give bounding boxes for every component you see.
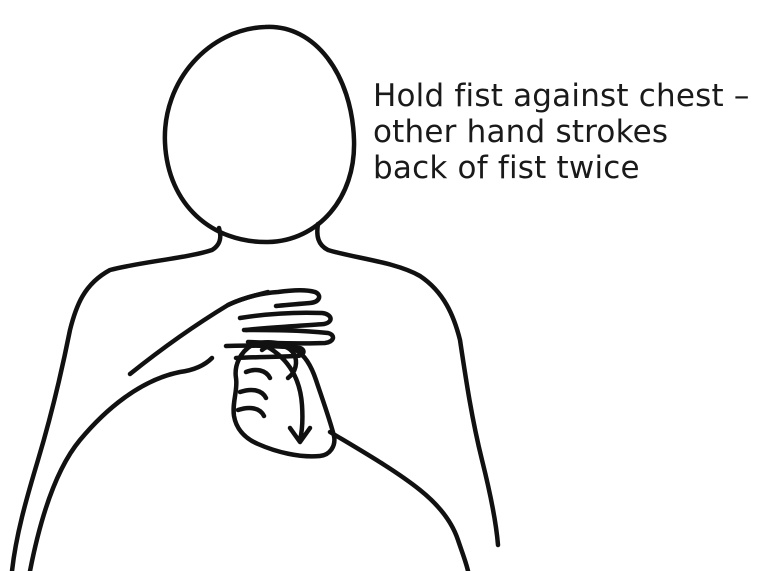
fist-knuckle-1 [246, 370, 270, 378]
head-outline [165, 27, 354, 242]
fist-knuckle-2 [240, 390, 266, 398]
instruction-line-1: Hold fist against chest – [373, 78, 753, 114]
stroking-hand-finger-1 [240, 313, 331, 330]
instruction-text: Hold fist against chest – other hand str… [373, 78, 753, 186]
instruction-line-3: back of fist twice [373, 150, 753, 186]
fist-knuckle-3 [238, 408, 264, 416]
right-arm-inner [330, 432, 468, 571]
stroking-hand-thumb [228, 292, 268, 305]
instruction-line-2: other hand strokes [373, 114, 753, 150]
torso-right-outline [317, 224, 498, 545]
